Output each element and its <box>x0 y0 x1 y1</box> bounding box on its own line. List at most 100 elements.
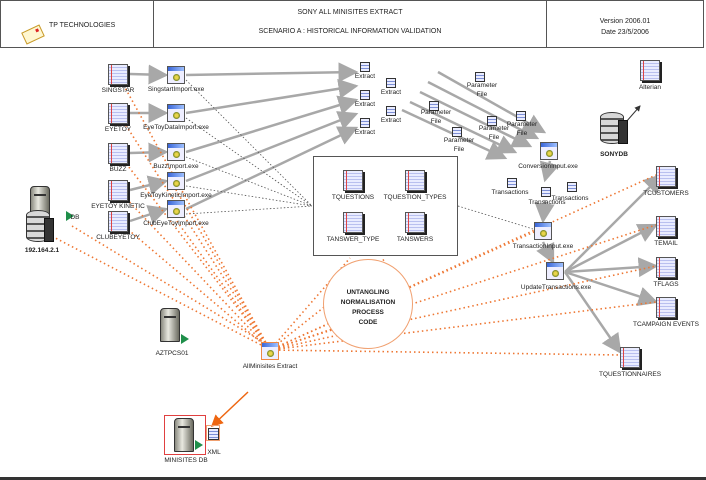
source-to-exe-link <box>129 175 169 195</box>
extract-file-icon <box>360 62 370 72</box>
allminisites-link <box>269 301 657 351</box>
exe-to-extract-link <box>185 111 359 183</box>
alterian-label: Alterian <box>638 84 662 91</box>
parameter-file-icon <box>429 101 439 111</box>
sonydb-label: SONYDB <box>600 151 628 158</box>
target-table-icon <box>620 347 640 368</box>
update-to-target-link <box>563 271 622 355</box>
target-table-icon <box>656 297 676 318</box>
transaction-input-exe-icon[interactable] <box>534 222 552 240</box>
target-table-label: TFLAGS <box>653 281 679 288</box>
import-exe-label: SingstartImport.exe <box>147 86 205 93</box>
circle-line-2: NORMALISATION <box>340 299 396 306</box>
transactions-label: Transactions <box>491 189 529 196</box>
conversion-exe-icon[interactable] <box>540 142 558 160</box>
target-table-label: TCAMPAIGN EVENTS <box>633 321 699 328</box>
network-flag-icon <box>181 334 189 344</box>
allminisites-link <box>175 189 271 351</box>
staging-table-icon <box>405 212 425 233</box>
parameter-file-label: Parameter File <box>466 82 498 98</box>
update-to-target-link <box>564 257 659 278</box>
parameter-file-icon <box>452 127 462 137</box>
circle-text: UNTANGLING NORMALISATION PROCESS CODE <box>324 288 412 328</box>
staging-table-label: TANSWER_TYPE <box>326 236 380 243</box>
import-exe-label: EyeToyKineticImport.exe <box>140 192 212 199</box>
transactions-file-icon <box>541 187 551 197</box>
date-text: Date 23/5/2006 <box>601 29 649 36</box>
import-exe-label: ClubEyeToyImport.exe <box>143 220 209 227</box>
allminisites-link <box>117 74 271 351</box>
sonydb-database-icon <box>600 112 630 146</box>
minisites-server-icon <box>174 418 194 452</box>
xml-selection-box <box>206 425 220 441</box>
version-cell: Version 2006.01 Date 23/5/2006 <box>547 1 703 47</box>
allminisites-link <box>117 112 271 351</box>
exe-to-staging-link <box>185 205 313 215</box>
source-label: CLUBEYETOY <box>96 234 140 241</box>
title-block: TP TECHNOLOGIES SONY ALL MINISITES EXTRA… <box>0 0 704 48</box>
minisites-db-label: MINISITES DB <box>164 457 208 464</box>
allminisites-exe-icon[interactable] <box>261 342 279 360</box>
circle-line-3: PROCESS <box>352 309 384 316</box>
staging-to-input-link <box>457 205 534 230</box>
parameter-file-icon <box>516 111 526 121</box>
source-table-icon <box>108 211 128 232</box>
alterian-table-icon <box>640 60 660 81</box>
allminisites-label: AllMinisites Extract <box>242 363 298 370</box>
update-transactions-exe-icon[interactable] <box>546 262 564 280</box>
transactions-file-icon <box>507 178 517 188</box>
source-to-exe-link <box>129 64 169 85</box>
target-table-label: TEMAIL <box>654 240 678 247</box>
allminisites-link <box>269 265 657 351</box>
aztpcs-label: AZTPCS01 <box>155 350 189 357</box>
target-table-label: TQUESTIONNAIRES <box>598 371 662 378</box>
target-table-icon <box>656 257 676 278</box>
staging-table-label: TANSWERS <box>396 236 434 243</box>
extract-label: Extract <box>380 117 402 124</box>
target-table-icon <box>656 166 676 187</box>
parameter-file-label: Parameter File <box>478 125 510 141</box>
xml-file-icon <box>208 428 219 440</box>
staging-table-label: TQUESTION_TYPES <box>383 194 447 201</box>
conversion-to-transactions-link <box>539 160 560 183</box>
network-flag-icon <box>195 440 203 450</box>
source-label: EYETOY <box>104 126 132 133</box>
import-exe-icon[interactable] <box>167 172 185 190</box>
db-tag: DB <box>70 214 80 221</box>
update-to-target-link <box>564 223 659 274</box>
database-icon <box>26 210 56 244</box>
page-border-bottom <box>0 477 706 480</box>
server-ip-label: 192.164.2.1 <box>24 247 60 254</box>
import-exe-icon[interactable] <box>167 104 185 122</box>
title-cell: SONY ALL MINISITES EXTRACT SCENARIO A : … <box>154 1 547 47</box>
update-to-target-link <box>564 270 659 307</box>
allminisites-link <box>117 152 271 351</box>
server-icon <box>160 308 180 342</box>
network-flag-icon <box>66 211 74 221</box>
import-exe-icon[interactable] <box>167 143 185 161</box>
extract-label: Extract <box>354 73 376 80</box>
parameter-file-icon <box>487 116 497 126</box>
exe-to-extract-link <box>185 62 359 83</box>
extract-label: Extract <box>354 101 376 108</box>
diagram-subtitle: SCENARIO A : HISTORICAL INFORMATION VALI… <box>258 28 442 35</box>
diagram-title: SONY ALL MINISITES EXTRACT <box>297 9 403 16</box>
source-to-exe-link <box>129 205 169 225</box>
allminisites-link <box>117 220 271 351</box>
import-exe-icon[interactable] <box>167 200 185 218</box>
company-cell: TP TECHNOLOGIES <box>1 1 154 47</box>
import-exe-icon[interactable] <box>167 66 185 84</box>
extract-label: Extract <box>354 129 376 136</box>
circle-line-4: CODE <box>358 319 378 326</box>
untangling-process-circle: UNTANGLING NORMALISATION PROCESS CODE <box>323 259 413 349</box>
input-to-update-link <box>536 241 555 265</box>
import-exe-label: EyeToyDataImport.exe <box>143 124 209 131</box>
db-to-allminisites-link <box>39 229 264 347</box>
parameter-link <box>427 80 540 140</box>
allminisites-link <box>175 219 271 351</box>
staging-table-icon <box>405 170 425 191</box>
extract-file-icon <box>386 106 396 116</box>
source-label: EYETOY KINETIC <box>91 203 145 210</box>
extract-file-icon <box>386 78 396 88</box>
